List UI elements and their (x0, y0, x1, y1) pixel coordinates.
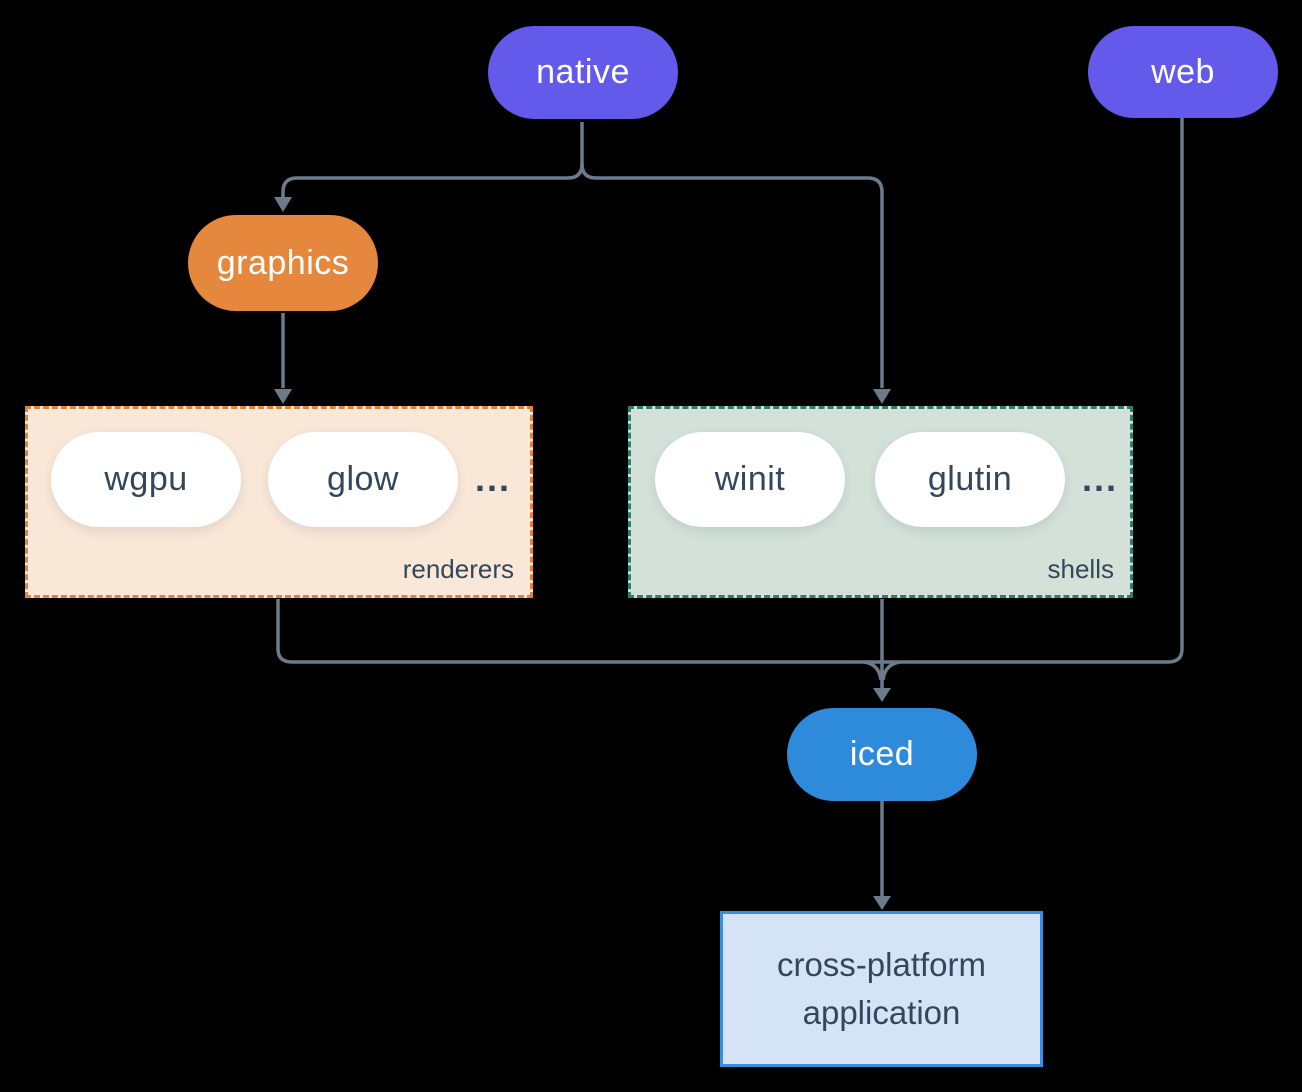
group-shells: winit glutin ... shells (628, 406, 1133, 598)
arrowhead-app (873, 896, 891, 910)
group-renderers: wgpu glow ... renderers (25, 406, 533, 598)
edge-native-graphics (281, 122, 584, 198)
node-native: native (488, 26, 678, 119)
arrowhead-iced (873, 688, 891, 702)
ellipsis-shells: ... (1081, 458, 1118, 499)
app-label-line1: cross-platform (776, 946, 987, 984)
node-glutin-label: glutin (927, 460, 1013, 498)
node-glow: glow (268, 432, 458, 527)
edge-renderers-merge (276, 599, 1168, 664)
node-graphics-label: graphics (216, 243, 350, 282)
merge-fillet-left (863, 660, 883, 681)
node-winit-label: winit (714, 460, 786, 498)
node-wgpu-label: wgpu (104, 460, 188, 498)
arrowhead-renderers (274, 389, 292, 404)
node-winit: winit (655, 432, 845, 527)
app-box: cross-platform application (720, 911, 1043, 1067)
node-glow-label: glow (327, 460, 399, 498)
node-wgpu: wgpu (51, 432, 241, 527)
ellipsis-renderers: ... (474, 458, 511, 499)
node-native-label: native (536, 53, 630, 91)
group-label-renderers: renderers (402, 554, 514, 584)
node-web-label: web (1151, 52, 1215, 91)
arrowhead-shells-top (873, 389, 891, 404)
app-label-line2: application (802, 994, 961, 1031)
node-iced-label: iced (849, 735, 915, 773)
edge-native-shells (580, 163, 884, 388)
node-glutin: glutin (875, 432, 1065, 527)
edge-web-merge (1167, 118, 1184, 664)
node-graphics: graphics (188, 215, 378, 311)
node-iced: iced (787, 708, 977, 801)
node-web: web (1088, 26, 1278, 118)
merge-fillet-right (881, 660, 901, 681)
arrowhead-graphics (274, 197, 292, 212)
group-label-shells: shells (1047, 554, 1114, 584)
